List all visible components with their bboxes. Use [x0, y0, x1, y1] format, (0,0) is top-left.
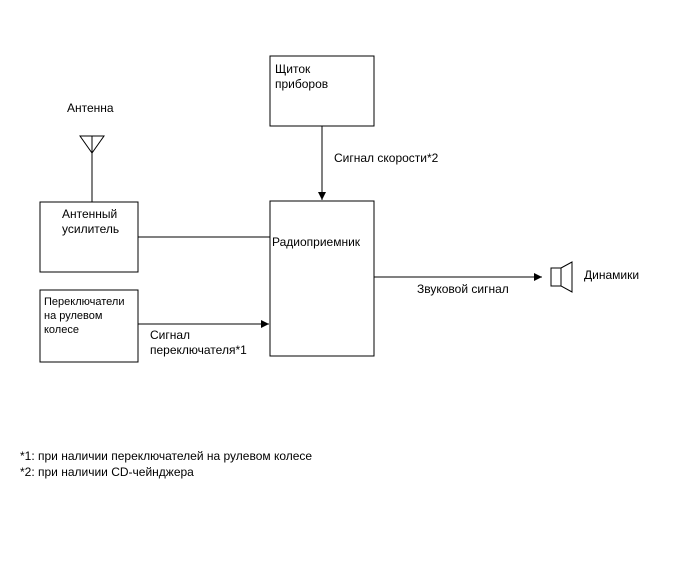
- steering-switches-box: [39, 289, 139, 363]
- radio-receiver-box: [269, 200, 375, 357]
- steering-switches-label: Переключатели на рулевом колесе: [44, 296, 125, 336]
- switch-signal-label: Сигнал переключателя*1: [150, 328, 247, 357]
- footnote-2: *2: при наличии CD-чейнджера: [20, 465, 194, 479]
- antenna-label: Антенна: [67, 101, 114, 115]
- speakers-label: Динамики: [584, 268, 640, 282]
- radio-receiver-label: Радиоприемник: [272, 235, 361, 249]
- antenna-amplifier-label: Антенный усилитель: [62, 207, 120, 236]
- speed-signal-label: Сигнал скорости*2: [334, 151, 439, 165]
- audio-signal-label: Звуковой сигнал: [417, 282, 509, 296]
- instrument-panel-label: Щиток приборов: [275, 62, 329, 91]
- speaker-icon: [550, 261, 573, 293]
- antenna-icon: [79, 135, 105, 202]
- footnote-1: *1: при наличии переключателей на рулево…: [20, 449, 313, 463]
